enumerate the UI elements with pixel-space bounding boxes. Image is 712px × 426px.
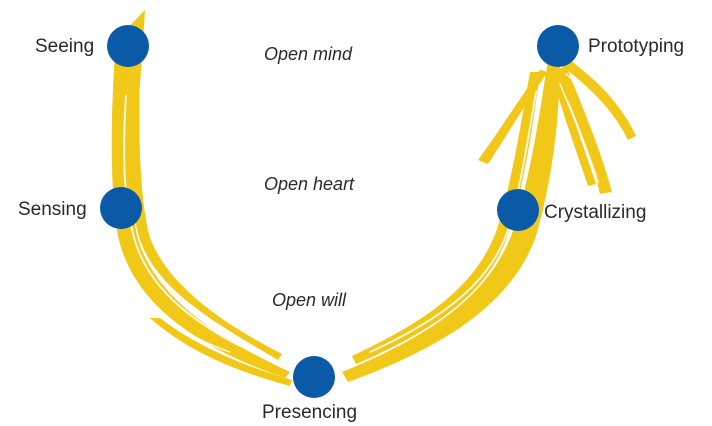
node-crystallizing xyxy=(497,189,539,231)
label-open-heart: Open heart xyxy=(264,174,355,194)
label-presencing: Presencing xyxy=(262,402,357,423)
label-prototyping: Prototyping xyxy=(588,36,684,57)
node-sensing xyxy=(100,187,142,229)
label-open-will: Open will xyxy=(272,290,347,310)
label-crystallizing: Crystallizing xyxy=(544,202,646,223)
node-presencing xyxy=(293,356,335,398)
node-seeing xyxy=(107,25,149,67)
left-stroke-inner xyxy=(127,60,282,360)
label-open-mind: Open mind xyxy=(264,44,353,64)
right-flare-mid xyxy=(556,66,612,194)
label-seeing: Seeing xyxy=(35,36,94,57)
node-prototyping xyxy=(537,25,579,67)
label-sensing: Sensing xyxy=(18,199,87,220)
